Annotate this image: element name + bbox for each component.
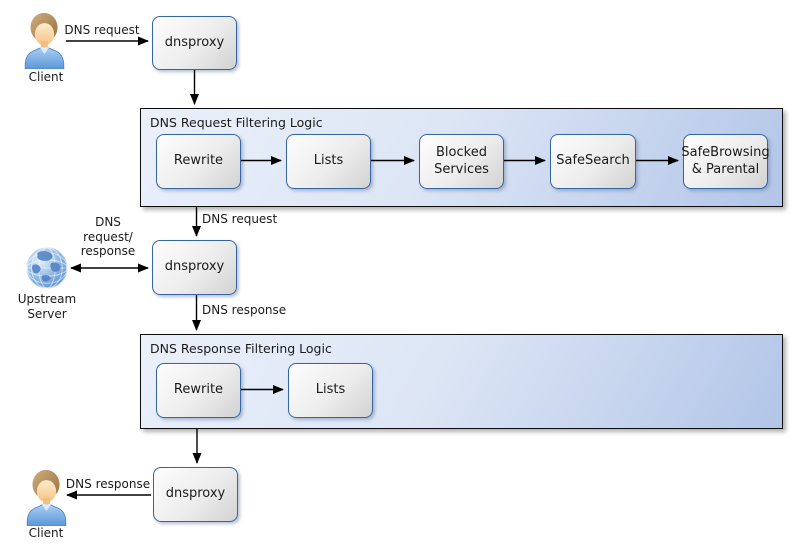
request-filtering-container: DNS Request Filtering Logic Rewrite List… [140,108,783,207]
edge-label-dns-request-top: DNS request [64,23,140,37]
client-bottom-person-icon [26,469,67,526]
edge-label-dns-response-bottom: DNS response [65,477,151,491]
step-lists-response: Lists [288,363,373,418]
dnsproxy-node-bottom: dnsproxy [153,467,238,522]
upstream-server-label: Upstream Server [17,292,77,321]
request-filtering-title: DNS Request Filtering Logic [150,115,323,130]
step-rewrite: Rewrite [156,134,241,189]
client-bottom-label: Client [28,526,64,540]
dnsproxy-node-mid: dnsproxy [152,240,237,295]
step-rewrite-response: Rewrite [156,363,241,418]
response-filtering-container: DNS Response Filtering Logic Rewrite Lis… [140,334,783,429]
step-lists: Lists [286,134,371,189]
step-safebrowsing-parental: SafeBrowsing & Parental [681,134,770,189]
response-filtering-title: DNS Response Filtering Logic [150,341,332,356]
edge-label-upstream-link: DNS request/ response [80,215,136,259]
client-person-icon [24,12,65,69]
client-top-label: Client [28,70,64,84]
edge-label-dns-response-mid: DNS response [202,303,287,317]
edge-label-dns-request-mid: DNS request [202,212,278,226]
dnsproxy-node-top: dnsproxy [152,16,237,70]
step-blocked-services: Blocked Services [419,134,504,189]
upstream-globe-icon [26,247,68,289]
step-safesearch: SafeSearch [550,134,636,189]
